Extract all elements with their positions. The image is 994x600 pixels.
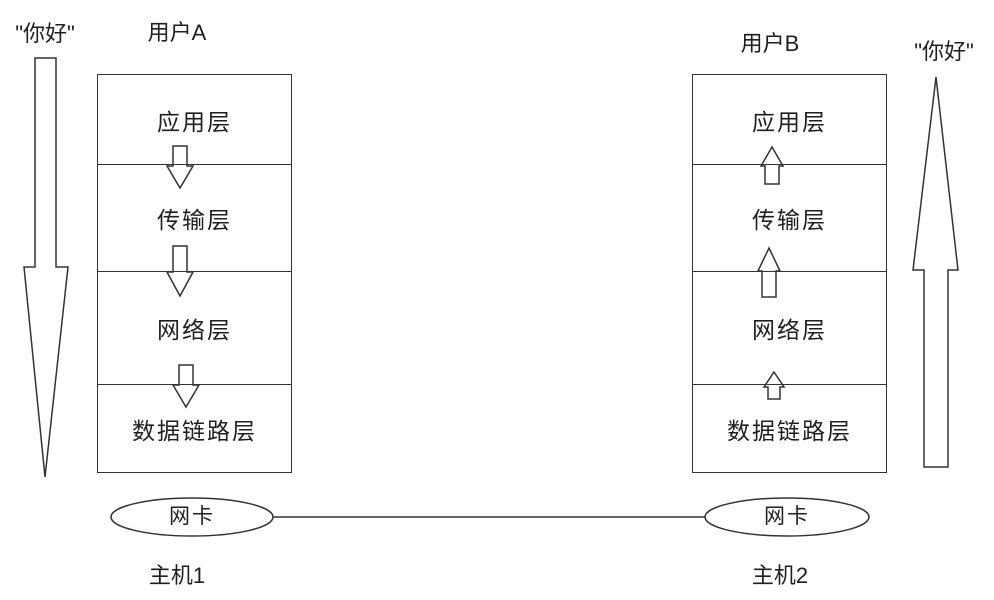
layer-row-transport-b: 传输层 bbox=[693, 165, 886, 272]
layer-row-datalink-b: 数据链路层 bbox=[693, 385, 886, 472]
hello-right-label: "你好" bbox=[914, 39, 974, 64]
down-arrow-icon-transport-network-a bbox=[165, 245, 195, 298]
up-arrow-icon-datalink-network-b bbox=[762, 370, 786, 400]
up-arrow-icon-transport-app-b bbox=[759, 145, 785, 185]
user-a-label: 用户A bbox=[147, 20, 207, 45]
layer-label-network-a: 网络层 bbox=[157, 317, 232, 343]
layer-row-application-b: 应用层 bbox=[693, 75, 886, 165]
down-arrow-icon-app-transport-a bbox=[165, 145, 195, 190]
layer-row-datalink-a: 数据链路层 bbox=[98, 385, 291, 472]
layer-row-application-a: 应用层 bbox=[98, 75, 291, 165]
network-card-label-left: 网卡 bbox=[169, 505, 215, 528]
layer-label-application-b: 应用层 bbox=[752, 108, 827, 135]
layer-row-transport-a: 传输层 bbox=[98, 165, 291, 272]
network-card-ellipse-left bbox=[110, 497, 274, 537]
protocol-stack-host2: 应用层 传输层 网络层 数据链路层 bbox=[692, 74, 887, 473]
host1-label: 主机1 bbox=[148, 563, 206, 588]
layer-label-network-b: 网络层 bbox=[752, 317, 827, 343]
layer-row-network-b: 网络层 bbox=[693, 272, 886, 385]
hello-left-label: "你好" bbox=[15, 21, 75, 46]
network-card-ellipse-right bbox=[704, 497, 870, 537]
layer-label-transport-a: 传输层 bbox=[157, 207, 232, 233]
protocol-stack-host1: 应用层 传输层 网络层 数据链路层 bbox=[97, 74, 292, 473]
layer-label-application-a: 应用层 bbox=[157, 108, 232, 135]
network-card-label-right: 网卡 bbox=[764, 505, 810, 528]
layer-label-datalink-b: 数据链路层 bbox=[727, 417, 852, 444]
layer-label-datalink-a: 数据链路层 bbox=[132, 417, 257, 444]
layer-row-network-a: 网络层 bbox=[98, 272, 291, 385]
host2-label: 主机2 bbox=[751, 563, 809, 588]
user-b-label: 用户B bbox=[740, 31, 800, 56]
layer-label-transport-b: 传输层 bbox=[752, 207, 827, 233]
hello-up-arrow-icon bbox=[912, 76, 959, 468]
down-arrow-icon-network-datalink-a bbox=[171, 364, 201, 409]
hello-down-arrow-icon bbox=[23, 57, 69, 478]
